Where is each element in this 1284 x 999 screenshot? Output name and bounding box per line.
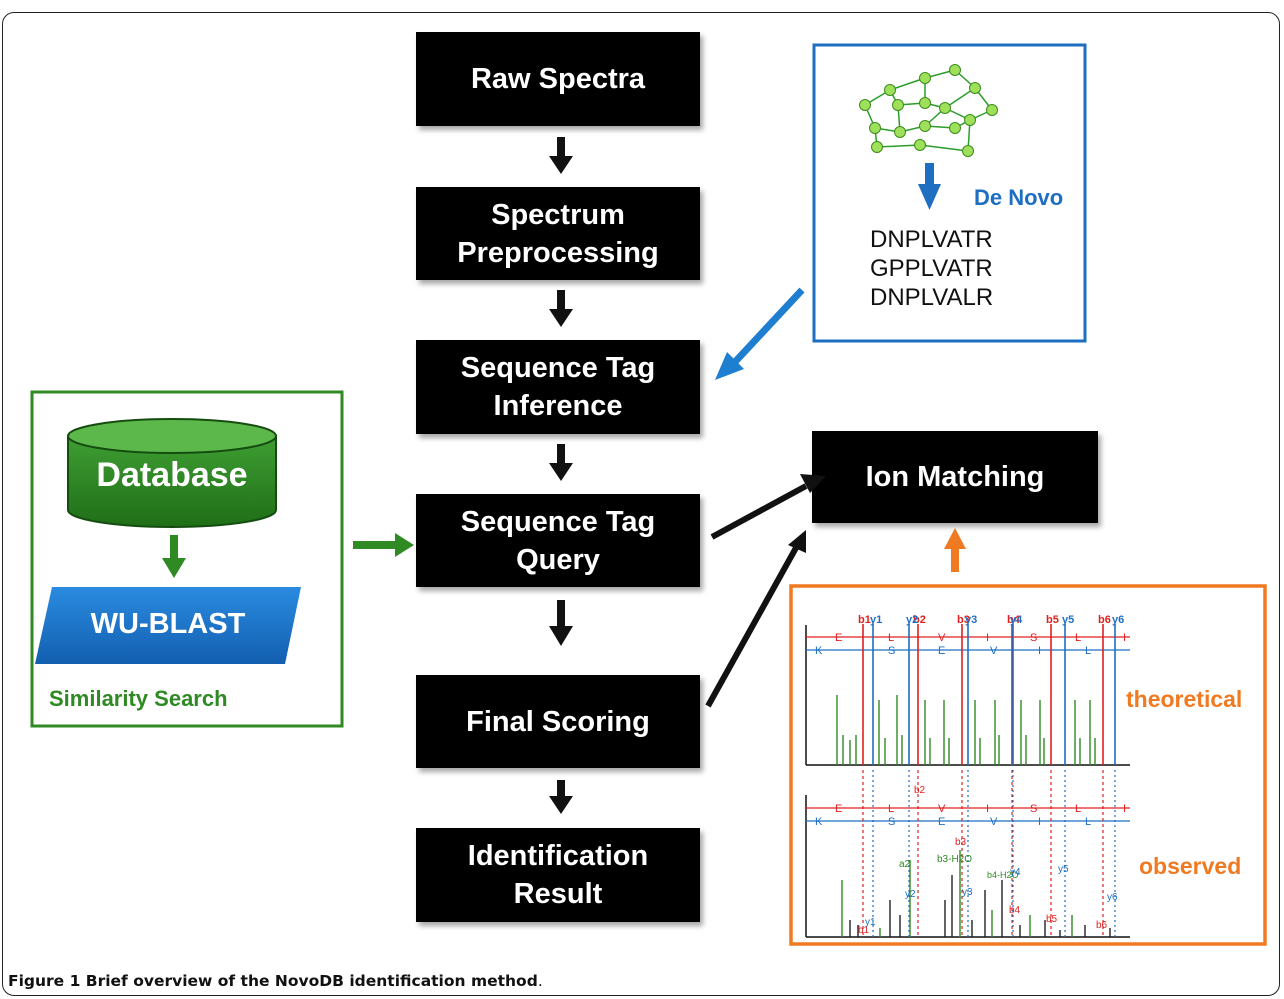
identification-result-box: Identification Result xyxy=(416,828,700,922)
spectra-panel xyxy=(789,584,1267,946)
theoretical-label: theoretical xyxy=(1126,686,1243,712)
theoretical-b-label-1: b1 xyxy=(858,614,871,626)
database-icon xyxy=(67,418,277,528)
observed-residue-bottom-4: V xyxy=(990,816,998,828)
theoretical-b-label-3: b3 xyxy=(957,614,970,626)
observed-residue-bottom-5: I xyxy=(1038,816,1041,828)
denovo-seq-3: DNPLVALR xyxy=(870,284,994,311)
observed-residue-bottom-3: E xyxy=(938,816,945,828)
down-arrow-1 xyxy=(549,137,573,174)
figure-frame xyxy=(2,12,1280,996)
similarity-panel xyxy=(30,390,344,728)
down-arrow-4 xyxy=(549,600,573,646)
theoretical-b-label-6: b6 xyxy=(1098,614,1111,626)
observed-residue-top-5: S xyxy=(1030,803,1037,815)
observed-y-label-1: y1 xyxy=(865,917,876,928)
theoretical-residue-top-2: L xyxy=(888,632,894,644)
green-right-arrow xyxy=(353,533,414,557)
observed-b-label-4: b4 xyxy=(1009,905,1021,916)
graph-nodes xyxy=(859,64,998,157)
denovo-panel xyxy=(812,43,1087,343)
down-arrow-2 xyxy=(549,290,573,327)
green-down-arrow xyxy=(162,535,186,578)
observed-b-label-6: b6 xyxy=(1096,920,1108,931)
theoretical-residue-top-7: I xyxy=(1123,632,1126,644)
observed-y-label-2: y2 xyxy=(905,889,916,900)
observed-residue-top-4: I xyxy=(986,803,989,815)
theoretical-y-label-3: y3 xyxy=(965,614,977,626)
down-arrow-5 xyxy=(549,780,573,814)
observed-residue-top-1: E xyxy=(835,803,842,815)
observed-residue-top-6: L xyxy=(1075,803,1081,815)
observed-residue-bottom-1: K xyxy=(815,816,823,828)
theoretical-residue-bottom-1: K xyxy=(815,645,823,657)
theoretical-residue-bottom-2: S xyxy=(888,645,895,657)
blue-diagonal-arrow xyxy=(715,287,805,380)
theoretical-y-label-1: y1 xyxy=(870,614,882,626)
theoretical-y-label-4: y4 xyxy=(1010,614,1023,626)
observed-residue-top-7: I xyxy=(1123,803,1126,815)
denovo-seq-1: DNPLVATR xyxy=(870,226,993,253)
observed-b-label-2: b2 xyxy=(914,785,926,796)
similarity-search-label: Similarity Search xyxy=(49,686,228,711)
theoretical-residue-bottom-5: I xyxy=(1038,645,1041,657)
observed-b-label-3: b3 xyxy=(955,837,967,848)
theoretical-residue-top-6: L xyxy=(1075,632,1081,644)
theoretical-residue-top-4: I xyxy=(986,632,989,644)
final-to-ion-arrow xyxy=(705,530,806,708)
observed-y-label-5: y5 xyxy=(1058,864,1069,875)
denovo-seq-2: GPPLVATR xyxy=(870,255,993,282)
denovo-label: De Novo xyxy=(974,185,1064,210)
observed-b-label-5: b5 xyxy=(1046,914,1058,925)
denovo-down-arrow xyxy=(918,163,941,210)
orange-up-arrow xyxy=(944,528,966,572)
raw-spectra-box: Raw Spectra xyxy=(416,32,700,126)
final-scoring-box: Final Scoring xyxy=(416,675,700,768)
observed-residue-bottom-6: L xyxy=(1085,816,1091,828)
blast-label: WU-BLAST xyxy=(90,608,246,640)
theoretical-residue-bottom-6: L xyxy=(1085,645,1091,657)
theoretical-residue-top-3: V xyxy=(938,632,946,644)
theoretical-y-label-6: y6 xyxy=(1112,614,1124,626)
observed-annot-b3h2o: b3-H2O xyxy=(937,854,972,865)
observed-y-label-4: y4 xyxy=(1010,867,1021,878)
theoretical-y-label-5: y5 xyxy=(1062,614,1074,626)
blast-parallelogram xyxy=(35,587,301,664)
observed-y-label-6: y6 xyxy=(1107,892,1118,903)
theoretical-residue-top-1: E xyxy=(835,632,842,644)
observed-b-label-1: b1 xyxy=(858,925,870,936)
spectrum-preprocessing-box: Spectrum Preprocessing xyxy=(416,187,700,280)
down-arrow-3 xyxy=(549,444,573,481)
sequence-tag-query-box: Sequence Tag Query xyxy=(416,494,700,587)
theoretical-residue-top-5: S xyxy=(1030,632,1037,644)
database-label: Database xyxy=(96,456,248,494)
ion-matching-box: Ion Matching xyxy=(812,431,1098,523)
theoretical-b-label-2: b2 xyxy=(913,614,926,626)
figure-caption: Figure 1 Brief overview of the NovoDB id… xyxy=(8,972,543,990)
observed-residue-top-3: V xyxy=(938,803,946,815)
observed-annot-a2: a2 xyxy=(899,859,911,870)
theoretical-y-label-2: y2 xyxy=(906,614,918,626)
observed-residue-bottom-2: S xyxy=(888,816,895,828)
theoretical-residue-bottom-4: V xyxy=(990,645,998,657)
observed-annot-b4h2o: b4-H2O xyxy=(987,870,1019,880)
observed-label: observed xyxy=(1139,853,1242,879)
query-to-ion-arrow xyxy=(710,474,826,540)
observed-residue-top-2: L xyxy=(888,803,894,815)
sequence-tag-inference-box: Sequence Tag Inference xyxy=(416,340,700,434)
theoretical-b-label-4: b4 xyxy=(1007,614,1021,626)
theoretical-b-label-5: b5 xyxy=(1046,614,1059,626)
theoretical-residue-bottom-3: E xyxy=(938,645,945,657)
observed-y-label-3: y3 xyxy=(962,887,973,898)
